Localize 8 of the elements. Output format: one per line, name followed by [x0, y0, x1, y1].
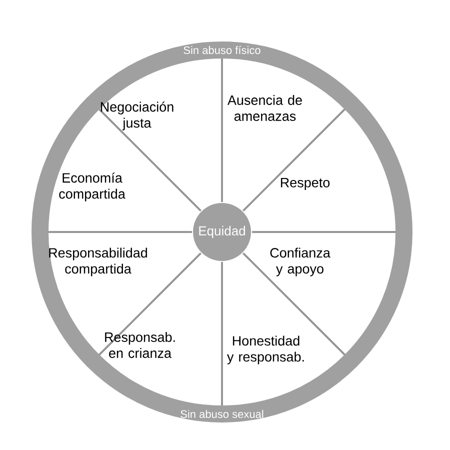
sector-label: Responsabilidad compartida — [49, 248, 147, 276]
sector-label: Responsab. en crianza — [105, 332, 175, 358]
sector-label: Honestidad y responsab. — [227, 336, 304, 364]
sector-label: Respeto — [280, 178, 330, 190]
sector-label: Economía compartida — [59, 172, 126, 202]
sector-label: Negociación justa — [100, 102, 174, 130]
sector-label: Confianza y apoyo — [270, 248, 330, 276]
sector-label: Ausencia de amenazas — [228, 95, 302, 121]
